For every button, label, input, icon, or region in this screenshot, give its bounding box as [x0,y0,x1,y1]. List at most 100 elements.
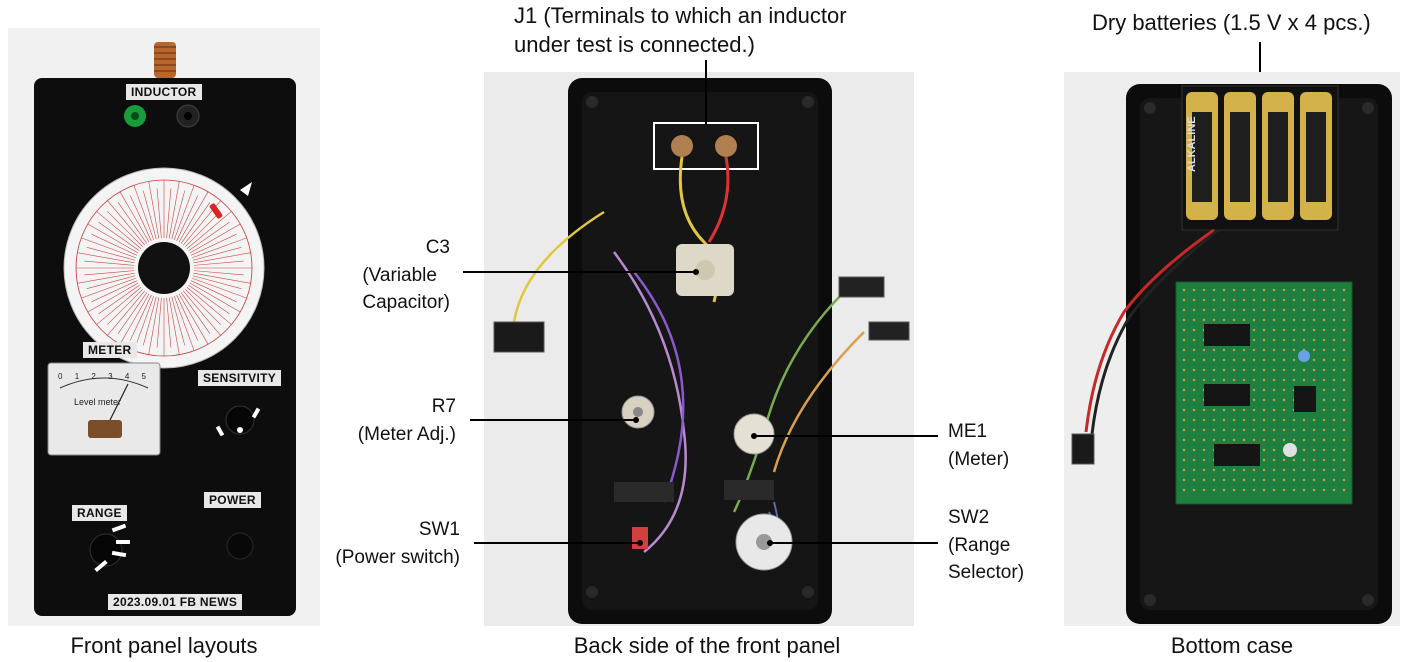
dial-tick [133,185,155,240]
pcb-pad [1282,428,1286,432]
pcb-pad [1202,478,1206,482]
pcb-pad [1312,298,1316,302]
pcb-pad [1342,458,1346,462]
pcb-pad [1202,348,1206,352]
pcb-pad [1342,428,1346,432]
pcb-pad [1282,478,1286,482]
sensitivity-knob-icon [225,405,255,435]
pcb-pad [1202,358,1206,362]
pcb-pad [1322,488,1326,492]
pcb-pad [1202,428,1206,432]
pcb-pad [1302,308,1306,312]
pcb-pad [1182,338,1186,342]
pcb-pad [1262,368,1266,372]
pcb-pad [1202,318,1206,322]
pcb-pad [1302,448,1306,452]
pcb-pad [1272,348,1276,352]
pcb-pad [1312,428,1316,432]
pcb-pad [1272,438,1276,442]
pcb-pad [1182,328,1186,332]
meter-label: METER [83,342,137,358]
pcb-pad [1342,338,1346,342]
pcb-pad [1182,398,1186,402]
pcb-pad [1282,328,1286,332]
dial-tick [186,287,232,325]
pcb-pad [1332,368,1336,372]
pcb-pad [1302,378,1306,382]
inductor-coil-icon [154,42,176,78]
pcb-pad [1312,288,1316,292]
pcb-pad [1272,398,1276,402]
dial-tick [193,260,244,266]
pcb-pad [1192,338,1196,342]
pcb-pad [1262,438,1266,442]
pcb-pad [1222,418,1226,422]
dial-tick [91,280,137,303]
pcb-pad [1202,448,1206,452]
pcb-pad [1332,338,1336,342]
pcb-pad [1242,418,1246,422]
sw1-label: SW1 (Power switch) [335,516,460,571]
pcb-pad [1252,368,1256,372]
pcb-pad [1252,388,1256,392]
pcb-pad [1202,438,1206,442]
caption-front-panel: Front panel layouts [70,633,258,658]
bottom-case-photo [1064,72,1400,626]
pcb-pad [1212,418,1216,422]
dial-tick [119,293,150,345]
pcb-pad [1332,418,1336,422]
pcb-pad [1292,338,1296,342]
pcb-pad [1202,308,1206,312]
pcb-pad [1182,368,1186,372]
pcb-pad [1312,418,1316,422]
pcb-pad [1192,328,1196,332]
pcb-pad [1262,408,1266,412]
pcb-pad [1292,378,1296,382]
pcb-pad [1262,488,1266,492]
pcb-pad [1262,378,1266,382]
pcb-pad [1182,438,1186,442]
pcb-pad [1292,328,1296,332]
dial-tick [176,295,199,341]
pcb-pad [1252,358,1256,362]
pcb-pad [1192,358,1196,362]
pcb-pad [1292,438,1296,442]
pcb-pad [1252,328,1256,332]
pcb-pad [1332,318,1336,322]
pcb-pad [1192,418,1196,422]
pcb-pad [1222,368,1226,372]
pcb-pad [1232,488,1236,492]
front-panel-illustration [34,42,296,616]
pcb-pad [1192,468,1196,472]
pcb-pad [1332,428,1336,432]
pcb-pad [1202,418,1206,422]
dial-tick [183,290,221,336]
dial-tick [117,292,148,334]
dial-tick [133,296,155,351]
pcb-pad [1292,428,1296,432]
pcb-pad [1332,298,1336,302]
pcb-pad [1212,378,1216,382]
pcb-pad [1252,348,1256,352]
pcb-pad [1232,408,1236,412]
pcb-pad [1312,468,1316,472]
dial-tick [129,195,152,241]
pcb-pad [1192,448,1196,452]
pcb-pad [1312,378,1316,382]
pcb-pad [1302,438,1306,442]
pcb-pad [1322,308,1326,312]
pcb-pad [1192,348,1196,352]
pcb-pad [1252,438,1256,442]
dial-tick [173,185,195,240]
pcb-pad [1322,408,1326,412]
pcb-pad [1342,308,1346,312]
connector-plug-icon [1071,433,1095,465]
pcb-pad [1322,368,1326,372]
pcb-pad [1292,318,1296,322]
pcb-pad [1292,308,1296,312]
pcb-pad [1312,488,1316,492]
pcb-pad [1282,368,1286,372]
dial-tick [148,181,160,239]
pcb-pad [1272,358,1276,362]
panel-footer-text: 2023.09.01 FB NEWS [108,594,243,610]
